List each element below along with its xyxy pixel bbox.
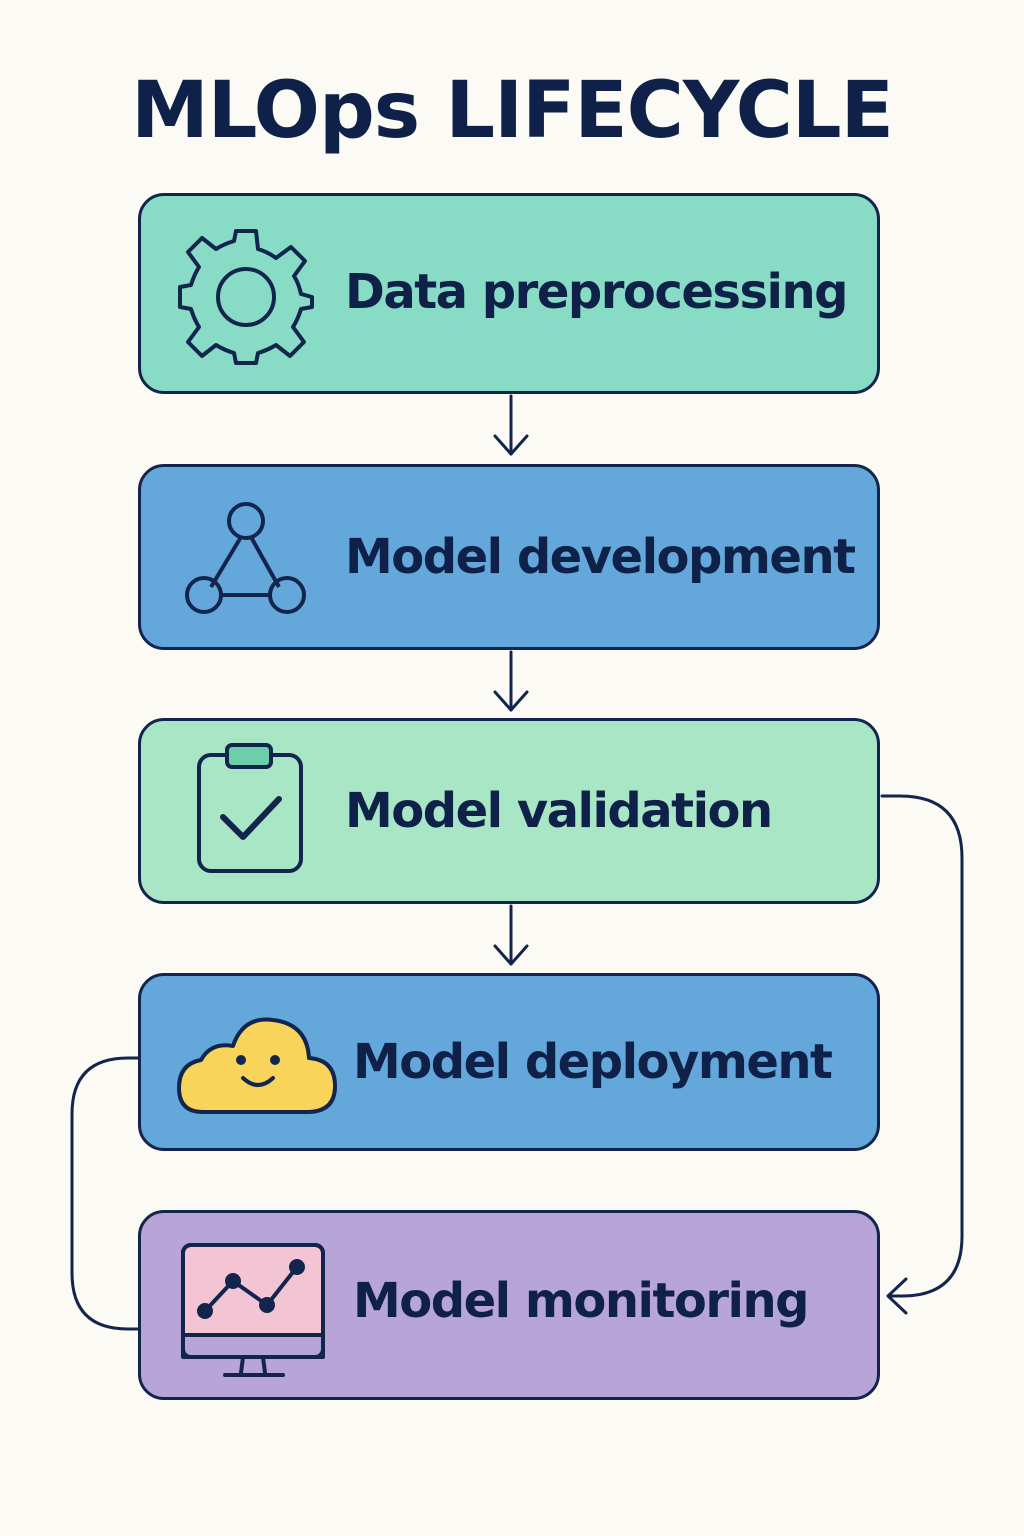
gear-icon [178, 229, 314, 365]
step-label: Model deployment [353, 1034, 833, 1090]
cloud-smiley-icon [177, 1017, 337, 1114]
monitor-chart-icon [181, 1243, 325, 1377]
step-label: Data preprocessing [345, 264, 849, 320]
step-label: Model monitoring [353, 1273, 810, 1329]
arrow-validation-to-deployment [493, 904, 529, 966]
step-model-monitoring: Model monitoring [138, 1210, 880, 1400]
step-data-preprocessing: Data preprocessing [138, 193, 880, 394]
step-model-validation: Model validation [138, 718, 880, 904]
arrow-preprocessing-to-development [493, 394, 529, 456]
arrow-validation-to-monitoring [880, 794, 964, 1315]
network-triangle-icon [185, 502, 306, 614]
step-label: Model development [345, 529, 856, 585]
arrow-development-to-validation [493, 650, 529, 712]
clipboard-check-icon [197, 743, 303, 873]
step-label: Model validation [345, 783, 773, 839]
loop-monitoring-to-deployment [70, 1056, 140, 1331]
step-model-deployment: Model deployment [138, 973, 880, 1151]
step-model-development: Model development [138, 464, 880, 650]
diagram-title: MLOps LIFECYCLE [131, 66, 894, 156]
